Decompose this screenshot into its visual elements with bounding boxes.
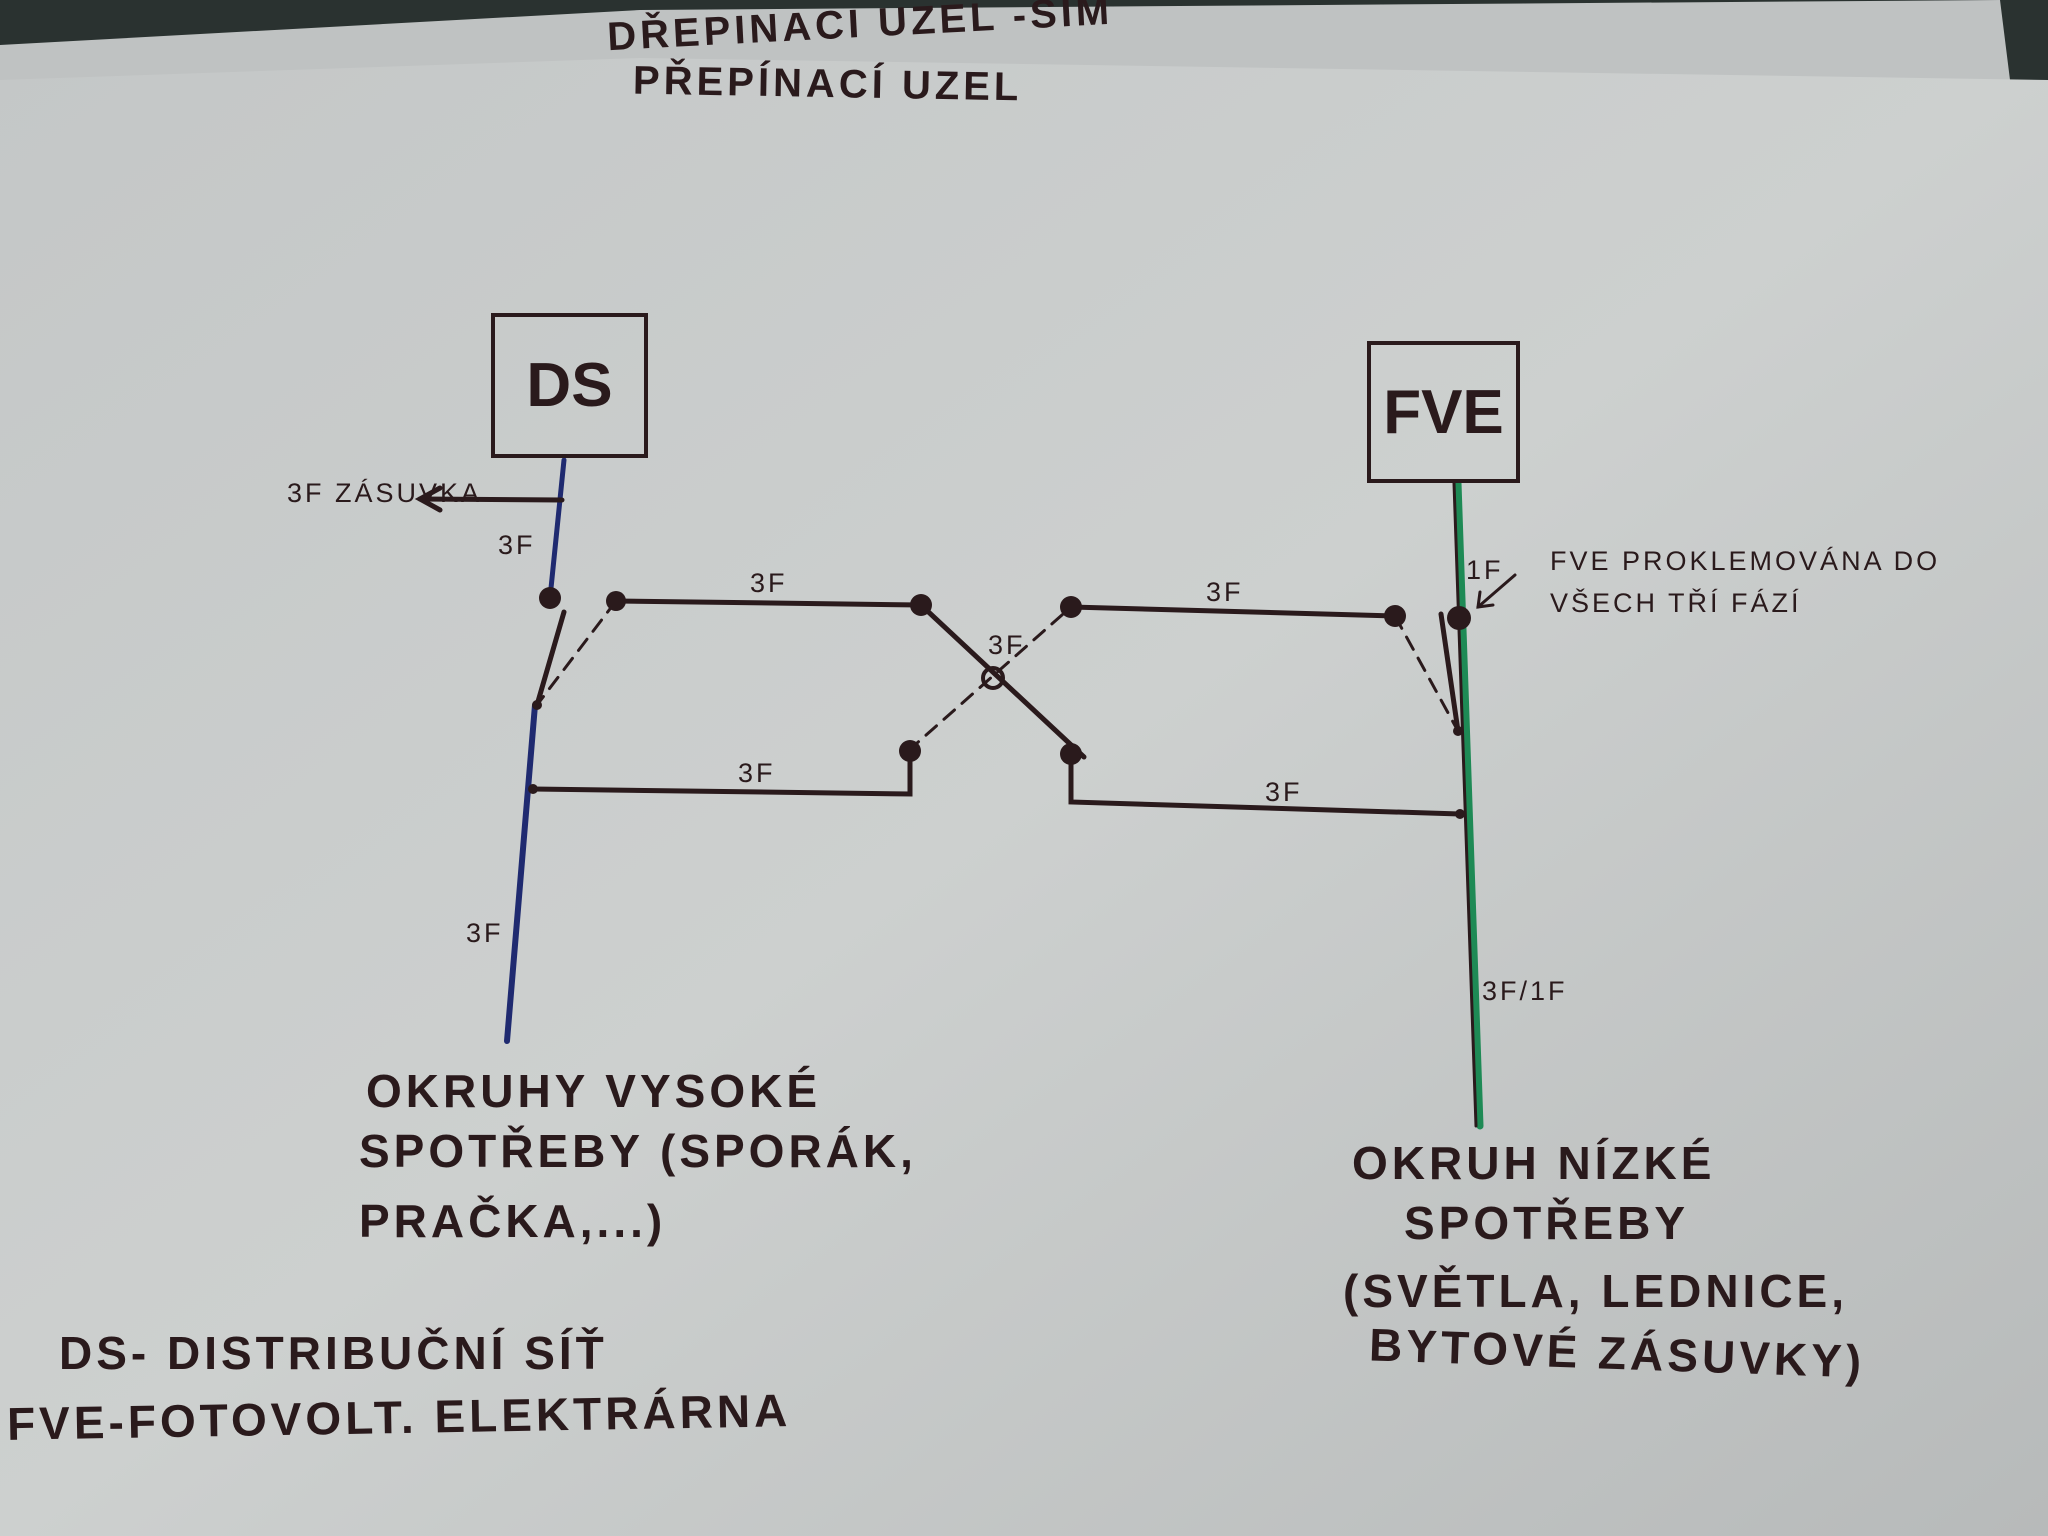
contact-dot xyxy=(1447,606,1471,630)
fve-top-label: 1F xyxy=(1466,555,1504,585)
fve-node-box: FVE xyxy=(1367,341,1520,483)
low-circuit-line-2: SPOTŘEBY xyxy=(1404,1197,1690,1249)
ds-bottom-label: 3F xyxy=(466,918,504,948)
fve-line xyxy=(1452,481,1478,1128)
ds-node-label: DS xyxy=(526,351,613,420)
junction-dot xyxy=(528,784,538,794)
cross-label: 3F xyxy=(988,630,1026,660)
high-circuit-line-1: OKRUHY VYSOKÉ xyxy=(366,1065,822,1117)
front-sheet xyxy=(0,58,2048,1536)
junction-dot xyxy=(1453,726,1463,736)
fve-bottom-label: 3F/1F xyxy=(1482,976,1568,1006)
note-arrowhead-icon xyxy=(1476,590,1495,609)
legend-ds: DS- DISTRIBUČNÍ SÍŤ xyxy=(59,1327,608,1379)
junction-dot xyxy=(1455,809,1465,819)
ds-switch-blade xyxy=(534,609,567,708)
bar-bottom-right-label: 3F xyxy=(1265,777,1303,807)
fve-node-label: FVE xyxy=(1383,377,1504,447)
contact-dot xyxy=(899,740,921,762)
bar-top-left-label: 3F xyxy=(750,568,788,598)
low-circuit-line-3: (SVĚTLA, LEDNICE, xyxy=(1343,1265,1849,1317)
contact-dot xyxy=(1060,743,1082,765)
contact-dot xyxy=(1384,605,1406,627)
fve-note-line-2: VŠECH TŘÍ FÁZÍ xyxy=(1550,588,1802,618)
bar-bottom-right xyxy=(1068,751,1463,817)
contact-dot xyxy=(606,591,626,611)
ds-line-top xyxy=(547,457,567,601)
ds-line-bottom xyxy=(504,702,538,1044)
bar-bottom-left-label: 3F xyxy=(738,758,776,788)
ds-switch-dashed xyxy=(535,599,618,707)
fve-switch-dashed xyxy=(1393,614,1460,733)
junction-dot xyxy=(532,700,542,710)
ds-top-label: 3F xyxy=(498,530,536,560)
arrowhead-icon xyxy=(414,485,443,513)
bar-bottom-left xyxy=(530,748,913,797)
fve-line-green xyxy=(1454,479,1484,1130)
high-circuit-line-2: SPOTŘEBY (SPORÁK, xyxy=(359,1125,917,1177)
bar-top-right-label: 3F xyxy=(1206,577,1244,607)
fve-note-line-1: FVE PROKLEMOVÁNA DO xyxy=(1550,546,1941,576)
ds-node-box: DS xyxy=(491,313,648,458)
contact-dot xyxy=(910,594,932,616)
fve-switch-blade xyxy=(1438,611,1461,734)
cross-dashed xyxy=(906,605,1073,753)
page-title: PŘEPÍNACÍ UZEL xyxy=(632,58,1023,110)
socket-arrow xyxy=(417,496,565,503)
note-arrow xyxy=(1476,573,1517,609)
high-circuit-line-3: PRAČKA,...) xyxy=(359,1195,667,1247)
low-circuit-line-1: OKRUH NÍZKÉ xyxy=(1352,1137,1716,1189)
bar-top-left xyxy=(613,598,924,608)
cross-pivot xyxy=(981,666,1005,690)
contact-dot xyxy=(539,587,561,609)
socket-label: 3F ZÁSUVKA xyxy=(287,478,483,508)
contact-dot xyxy=(1060,596,1082,618)
bar-top-right xyxy=(1068,604,1398,619)
